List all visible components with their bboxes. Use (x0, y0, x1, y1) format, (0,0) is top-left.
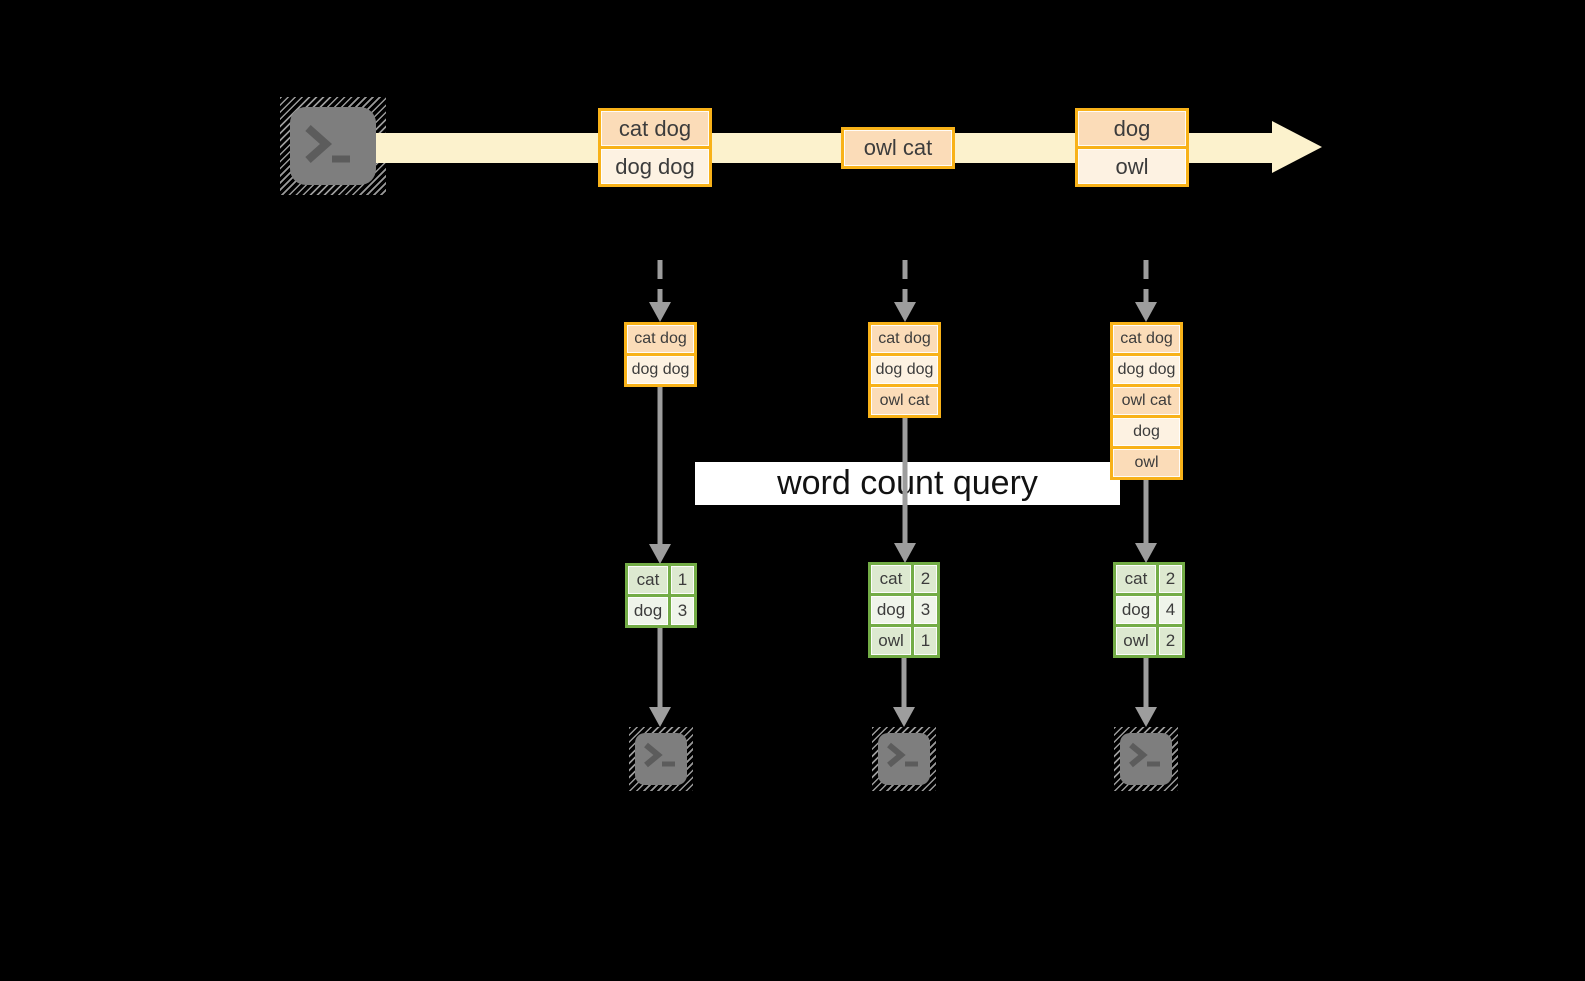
terminal-screen (635, 733, 687, 785)
stream-record-line: dog dog (601, 149, 709, 184)
output-arrow-3 (1135, 658, 1157, 727)
result-count-cell: 2 (1159, 565, 1182, 593)
result-word-cell: cat (871, 565, 911, 593)
result-count-cell: 1 (914, 627, 937, 655)
result-word-cell: dog (871, 596, 911, 624)
stream-record-line: owl cat (844, 130, 952, 166)
query-arrow-1 (649, 387, 671, 564)
result-word-cell: owl (1116, 627, 1156, 655)
output-arrow-1 (649, 628, 671, 727)
buffer-line: cat dog (1113, 325, 1180, 353)
buffer-line: dog dog (627, 356, 694, 384)
input-buffer-3: cat dog dog dog owl cat dog owl (1110, 322, 1183, 480)
ingest-arrow-1 (649, 260, 671, 322)
result-count-cell: 1 (671, 566, 694, 594)
ingest-arrow-3 (1135, 260, 1157, 322)
buffer-line: dog dog (871, 356, 938, 384)
output-arrow-2 (893, 658, 915, 727)
stream-record-box: dog owl (1075, 108, 1189, 187)
sink-terminal-icon-3 (1114, 727, 1178, 791)
result-word-cell: cat (628, 566, 668, 594)
stream-record-box: owl cat (841, 127, 955, 169)
terminal-screen (878, 733, 930, 785)
buffer-line: owl (1113, 449, 1180, 477)
stream-arrowhead-icon (1272, 121, 1322, 173)
result-table-1: cat 1 dog 3 (625, 563, 697, 628)
buffer-line: owl cat (871, 387, 938, 415)
ingest-arrow-2 (894, 260, 916, 322)
sink-terminal-icon-2 (872, 727, 936, 791)
buffer-line: cat dog (627, 325, 694, 353)
query-arrow-2 (894, 418, 916, 563)
stream-record-line: owl (1078, 149, 1186, 184)
result-count-cell: 4 (1159, 596, 1182, 624)
terminal-prompt-icon (305, 125, 350, 163)
terminal-screen (1120, 733, 1172, 785)
terminal-prompt-icon (644, 742, 675, 768)
result-word-cell: owl (871, 627, 911, 655)
result-table-3: cat 2 dog 4 owl 2 (1113, 562, 1185, 658)
source-terminal-icon (280, 97, 386, 195)
result-word-cell: dog (628, 597, 668, 625)
result-table-2: cat 2 dog 3 owl 1 (868, 562, 940, 658)
stream-record-line: cat dog (601, 111, 709, 146)
stream-record-box: cat dog dog dog (598, 108, 712, 187)
result-word-cell: dog (1116, 596, 1156, 624)
buffer-line: owl cat (1113, 387, 1180, 415)
terminal-prompt-icon (887, 742, 918, 768)
input-buffer-1: cat dog dog dog (624, 322, 697, 387)
terminal-prompt-icon (1129, 742, 1160, 768)
input-buffer-2: cat dog dog dog owl cat (868, 322, 941, 418)
buffer-line: dog dog (1113, 356, 1180, 384)
buffer-line: dog (1113, 418, 1180, 446)
result-count-cell: 3 (671, 597, 694, 625)
stream-record-line: dog (1078, 111, 1186, 146)
result-count-cell: 2 (1159, 627, 1182, 655)
terminal-screen (290, 107, 376, 185)
result-count-cell: 2 (914, 565, 937, 593)
sink-terminal-icon-1 (629, 727, 693, 791)
buffer-line: cat dog (871, 325, 938, 353)
query-arrow-3 (1135, 480, 1157, 563)
result-count-cell: 3 (914, 596, 937, 624)
result-word-cell: cat (1116, 565, 1156, 593)
